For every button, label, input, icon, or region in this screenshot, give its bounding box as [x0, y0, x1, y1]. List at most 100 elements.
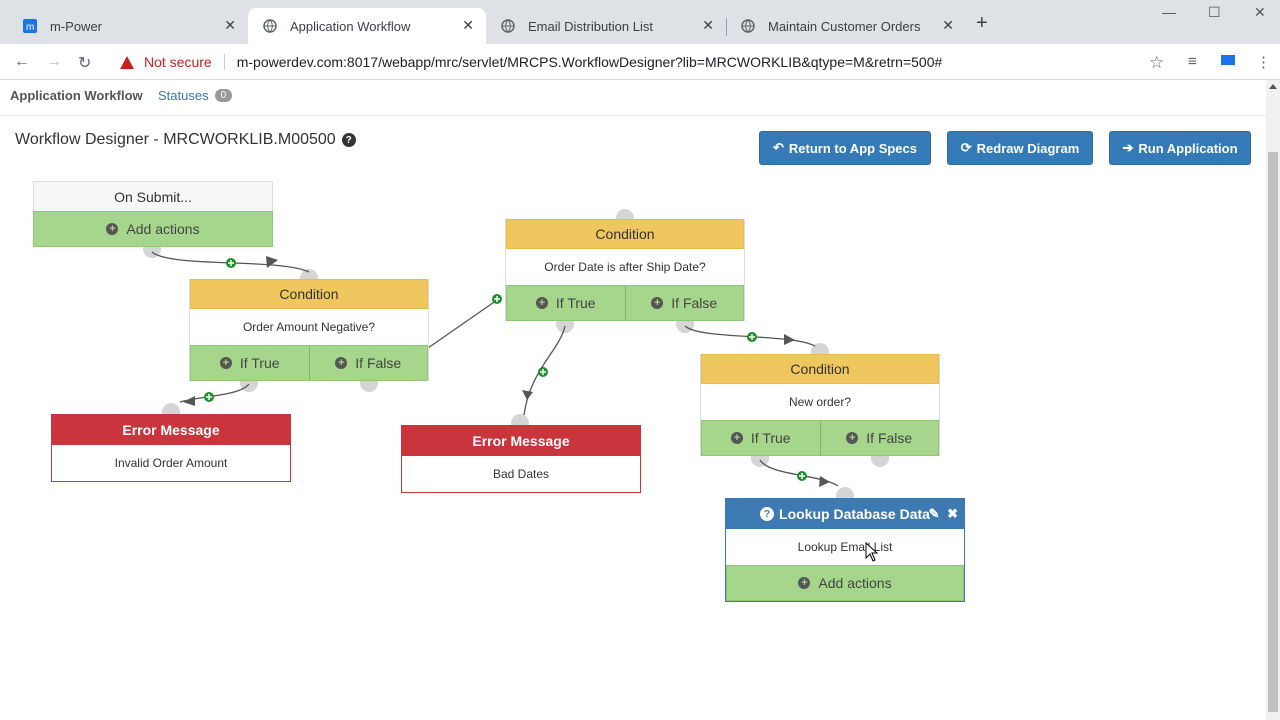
if-false-label: If False: [866, 430, 913, 446]
add-actions-button[interactable]: + Add actions: [33, 211, 273, 247]
if-true-button[interactable]: + If True: [191, 346, 309, 380]
button-label: Redraw Diagram: [976, 140, 1080, 156]
mouse-cursor-icon: [865, 542, 879, 562]
condition-node-order-date[interactable]: Condition Order Date is after Ship Date?…: [505, 219, 745, 321]
forward-icon[interactable]: →: [46, 53, 62, 70]
node-header: Condition: [506, 219, 744, 249]
close-tab-icon[interactable]: ✕: [942, 17, 954, 33]
page-title: Workflow Designer - MRCWORKLIB.M00500 ?: [15, 131, 356, 149]
delete-x-icon[interactable]: ✖: [947, 506, 958, 521]
if-false-label: If False: [671, 295, 718, 311]
if-false-button[interactable]: + If False: [308, 346, 428, 380]
if-false-button[interactable]: + If False: [819, 421, 939, 455]
address-bar: ← → ↻ Not secure m-powerdev.com:8017/web…: [0, 44, 1280, 80]
plus-circle-icon: +: [846, 432, 859, 444]
tab-title: Email Distribution List: [528, 18, 653, 34]
not-secure-indicator[interactable]: Not secure: [110, 54, 212, 70]
add-actions-label: Add actions: [126, 221, 200, 237]
close-window-icon[interactable]: ✕: [1254, 4, 1266, 20]
tab-title: Maintain Customer Orders: [768, 18, 921, 34]
tab-email-distribution[interactable]: Email Distribution List ✕: [486, 8, 726, 44]
omnibox[interactable]: Not secure m-powerdev.com:8017/webapp/mr…: [110, 48, 1180, 76]
new-tab-icon[interactable]: +: [976, 12, 988, 34]
arrow-right-icon: ➔: [1122, 140, 1134, 155]
node-header: Condition: [190, 279, 428, 309]
app-header: Application Workflow Statuses 0: [0, 80, 1266, 116]
statuses-label: Statuses: [158, 88, 209, 103]
node-header-label: Lookup Database Data: [779, 506, 930, 522]
if-false-label: If False: [355, 355, 402, 371]
if-true-label: If True: [750, 430, 791, 446]
plus-circle-icon: +: [219, 357, 232, 369]
tab-maintain-customer-orders[interactable]: Maintain Customer Orders ✕: [726, 8, 966, 44]
tab-mpower[interactable]: m m-Power ✕: [8, 8, 248, 44]
tab-application-workflow-page[interactable]: Application Workflow: [10, 88, 143, 103]
help-icon[interactable]: ?: [341, 133, 356, 147]
add-actions-label: Add actions: [818, 575, 892, 591]
error-message-node-bad-dates[interactable]: Error Message Bad Dates: [401, 425, 641, 493]
page-scrollbar[interactable]: [1266, 80, 1280, 720]
extension-icon[interactable]: [1220, 53, 1236, 71]
tab-application-workflow[interactable]: Application Workflow ✕: [248, 8, 486, 44]
condition-node-order-amount[interactable]: Condition Order Amount Negative? + If Tru…: [189, 279, 429, 381]
condition-text: New order?: [788, 395, 852, 409]
reload-icon[interactable]: ↻: [78, 55, 92, 72]
run-application-button[interactable]: ➔ Run Application: [1109, 131, 1251, 165]
error-text: Invalid Order Amount: [114, 456, 228, 470]
return-arrow-icon: ↶: [773, 140, 784, 155]
button-label: Return to App Specs: [788, 140, 917, 156]
plus-circle-icon: +: [106, 223, 119, 235]
error-message-node-invalid-amount[interactable]: Error Message Invalid Order Amount: [51, 414, 291, 482]
scroll-thumb[interactable]: [1268, 152, 1278, 712]
lookup-database-data-node[interactable]: ? Lookup Database Data ✎ ✖ Lookup Email …: [725, 498, 965, 602]
plus-circle-icon: +: [335, 357, 348, 369]
on-submit-node[interactable]: On Submit... +Add actions: [33, 181, 273, 247]
mpower-favicon-icon: m: [22, 18, 38, 34]
add-actions-button[interactable]: + Add actions: [726, 565, 964, 601]
return-to-app-specs-button[interactable]: ↶ Return to App Specs: [759, 131, 931, 165]
node-header: Error Message: [52, 415, 290, 445]
if-true-label: If True: [239, 355, 280, 371]
plus-circle-icon: +: [535, 297, 548, 309]
plus-circle-icon: +: [651, 297, 664, 309]
if-true-button[interactable]: + If True: [507, 286, 625, 320]
not-secure-label: Not secure: [144, 54, 212, 70]
statuses-count-badge: 0: [214, 89, 233, 102]
node-header: Error Message: [402, 426, 640, 456]
redraw-diagram-button[interactable]: ⟳ Redraw Diagram: [947, 131, 1093, 165]
button-label: Run Application: [1138, 140, 1238, 156]
condition-text: Order Amount Negative?: [242, 320, 376, 334]
minimize-icon[interactable]: —: [1162, 4, 1176, 20]
tab-title: Application Workflow: [290, 18, 411, 34]
tab-statuses[interactable]: Statuses 0: [158, 88, 233, 103]
refresh-icon: ⟳: [960, 140, 972, 155]
page-title-text: Workflow Designer - MRCWORKLIB.M00500: [15, 131, 336, 148]
help-icon[interactable]: ?: [760, 507, 775, 521]
plus-circle-icon: +: [730, 432, 743, 444]
media-queue-icon[interactable]: ≡: [1188, 53, 1197, 70]
bookmark-star-icon[interactable]: ☆: [1149, 53, 1165, 72]
warning-icon: [120, 55, 134, 69]
maximize-icon[interactable]: ☐: [1208, 4, 1221, 20]
if-true-label: If True: [555, 295, 596, 311]
close-tab-icon[interactable]: ✕: [702, 17, 714, 33]
browser-tab-strip: m m-Power ✕ Application Workflow ✕ Email…: [0, 0, 1280, 44]
node-header: ? Lookup Database Data ✎ ✖: [726, 499, 964, 529]
back-icon[interactable]: ←: [14, 53, 30, 70]
menu-kebab-icon[interactable]: ⋮: [1256, 54, 1271, 71]
condition-text: Order Date is after Ship Date?: [544, 260, 706, 274]
edit-pencil-icon[interactable]: ✎: [928, 506, 940, 521]
plus-circle-icon: +: [798, 577, 811, 589]
error-text: Bad Dates: [492, 467, 550, 481]
scroll-up-icon[interactable]: [1269, 84, 1277, 89]
if-true-button[interactable]: + If True: [702, 421, 820, 455]
condition-node-new-order[interactable]: Condition New order? + If True + If False: [700, 354, 940, 456]
globe-icon: [500, 18, 516, 34]
url-text[interactable]: m-powerdev.com:8017/webapp/mrc/servlet/M…: [236, 54, 943, 70]
if-false-button[interactable]: + If False: [624, 286, 744, 320]
lookup-text: Lookup Email List: [797, 540, 893, 554]
tab-title: m-Power: [50, 18, 103, 34]
close-tab-icon[interactable]: ✕: [462, 17, 474, 33]
close-tab-icon[interactable]: ✕: [224, 17, 236, 33]
node-header: Condition: [701, 354, 939, 384]
